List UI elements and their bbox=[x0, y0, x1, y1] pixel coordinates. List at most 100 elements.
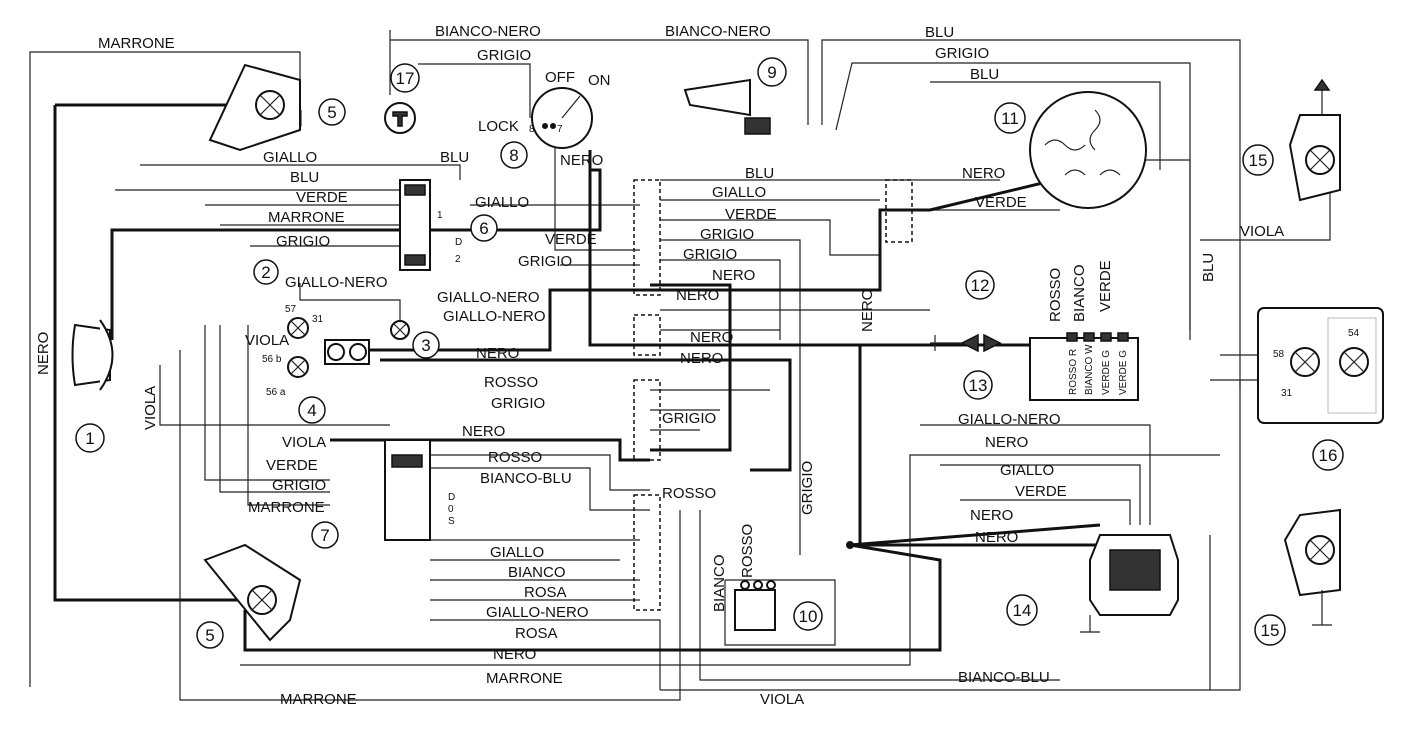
wire-label: GRIGIO bbox=[276, 233, 330, 250]
wire-label: NERO bbox=[712, 267, 755, 284]
wire-label: GRIGIO bbox=[491, 395, 545, 412]
wire-label: MARRONE bbox=[248, 499, 325, 516]
term-31b: 31 bbox=[1281, 388, 1293, 399]
indicator-lamps bbox=[287, 317, 410, 378]
switch-t8: 8 bbox=[529, 124, 535, 135]
wire-label: GIALLO bbox=[712, 184, 766, 201]
wire-label: ROSSO bbox=[488, 449, 542, 466]
label-7: 7 bbox=[320, 526, 329, 545]
wire-label: MARRONE bbox=[486, 670, 563, 687]
ignition-coil bbox=[734, 580, 776, 631]
wire-label: ROSSO bbox=[662, 485, 716, 502]
wire-label: BIANCO bbox=[1071, 264, 1088, 322]
wire-label: BLU bbox=[925, 24, 954, 41]
spark-plug bbox=[930, 333, 1002, 353]
bubble-7 bbox=[311, 521, 339, 549]
horn bbox=[683, 78, 771, 135]
wire-label: GRIGIO bbox=[477, 47, 531, 64]
wire-label: ROSA bbox=[524, 584, 567, 601]
light-switch bbox=[399, 179, 431, 271]
term-54: 54 bbox=[1348, 328, 1360, 339]
connector-blocks bbox=[633, 179, 913, 611]
term-56a: 56 a bbox=[266, 387, 286, 398]
label-5a: 5 bbox=[327, 103, 336, 122]
bubble-6 bbox=[470, 214, 498, 242]
term-31a: 31 bbox=[312, 314, 324, 325]
sw6-term-2: 2 bbox=[455, 254, 461, 265]
label-15a: 15 bbox=[1249, 151, 1268, 170]
wire-label: GIALLO-NERO bbox=[958, 411, 1061, 428]
wire-label: BLU bbox=[970, 66, 999, 83]
wire-label: NERO bbox=[970, 507, 1013, 524]
wire-label: GRIGIO bbox=[799, 461, 816, 515]
term-58: 58 bbox=[1273, 349, 1285, 360]
wire-label: NERO bbox=[493, 646, 536, 663]
wire-label: VIOLA bbox=[1240, 223, 1284, 240]
sw7-term-s: S bbox=[448, 516, 455, 527]
rectifier bbox=[1080, 534, 1179, 633]
wire-label: NERO bbox=[859, 289, 876, 332]
bubble-9 bbox=[757, 57, 787, 87]
switch-t7: 7 bbox=[557, 124, 563, 135]
label-14: 14 bbox=[1013, 601, 1032, 620]
wire-label: NERO bbox=[35, 332, 52, 375]
label-1: 1 bbox=[85, 429, 94, 448]
label-5b: 5 bbox=[205, 626, 214, 645]
wire-label: MARRONE bbox=[268, 209, 345, 226]
wire-label: GRIGIO bbox=[662, 410, 716, 427]
wire-label: BIANCO-NERO bbox=[665, 23, 771, 40]
wire-label: GRIGIO bbox=[700, 226, 754, 243]
label-2: 2 bbox=[261, 263, 270, 282]
wire-label: ROSSO bbox=[739, 524, 756, 578]
turn-signal-rear-left bbox=[203, 543, 302, 642]
horn-button bbox=[384, 102, 416, 134]
turn-signal-front-right bbox=[1288, 78, 1341, 202]
headlamp bbox=[71, 319, 114, 391]
bubble-10 bbox=[793, 601, 823, 631]
bubble-1 bbox=[75, 423, 105, 453]
label-3: 3 bbox=[421, 336, 430, 355]
wire-label: NERO bbox=[985, 434, 1028, 451]
label-4: 4 bbox=[307, 401, 316, 420]
sw6-term-d: D bbox=[455, 237, 462, 248]
horn-indicator-switch bbox=[384, 439, 431, 541]
bubble-14 bbox=[1006, 594, 1038, 626]
wire-label: GIALLO-NERO bbox=[443, 308, 546, 325]
wire-label: VIOLA bbox=[760, 691, 804, 708]
ground-junction bbox=[846, 541, 854, 549]
wire-label: NERO bbox=[962, 165, 1005, 182]
bubble-17 bbox=[390, 63, 420, 93]
thin-wires bbox=[29, 30, 1331, 701]
wire-label: BLU bbox=[745, 165, 774, 182]
label-17: 17 bbox=[396, 69, 415, 88]
voltage-regulator bbox=[1029, 332, 1139, 401]
label-12: 12 bbox=[971, 276, 990, 295]
label-13: 13 bbox=[969, 376, 988, 395]
turn-signal-rear-right bbox=[1283, 508, 1341, 626]
wire-label: GRIGIO bbox=[935, 45, 989, 62]
wire-label: NERO bbox=[690, 329, 733, 346]
wire-label: VERDE bbox=[725, 206, 777, 223]
wire-label: VERDE bbox=[975, 194, 1027, 211]
reg-term-b: BIANCO W bbox=[1084, 344, 1095, 395]
term-56b: 56 b bbox=[262, 354, 282, 365]
bubble-13 bbox=[963, 370, 993, 400]
wire-label: GIALLO bbox=[490, 544, 544, 561]
switch-on: ON bbox=[588, 72, 611, 89]
wire-label: MARRONE bbox=[280, 691, 357, 708]
reg-term-d: VERDE G bbox=[1118, 350, 1129, 395]
wire-label: GIALLO-NERO bbox=[486, 604, 589, 621]
bubble-15a bbox=[1242, 144, 1274, 176]
label-8: 8 bbox=[509, 146, 518, 165]
wire-label: VIOLA bbox=[245, 332, 289, 349]
bubble-11 bbox=[994, 102, 1026, 134]
bubble-4 bbox=[298, 396, 326, 424]
sw7-term-0: 0 bbox=[448, 504, 454, 515]
wire-label: BIANCO-BLU bbox=[958, 669, 1050, 686]
wire-label: ROSSO bbox=[1047, 268, 1064, 322]
reg-term-c: VERDE G bbox=[1101, 350, 1112, 395]
bubble-5a bbox=[318, 98, 346, 126]
bubble-16 bbox=[1312, 439, 1344, 471]
wire-label: GIALLO-NERO bbox=[285, 274, 388, 291]
